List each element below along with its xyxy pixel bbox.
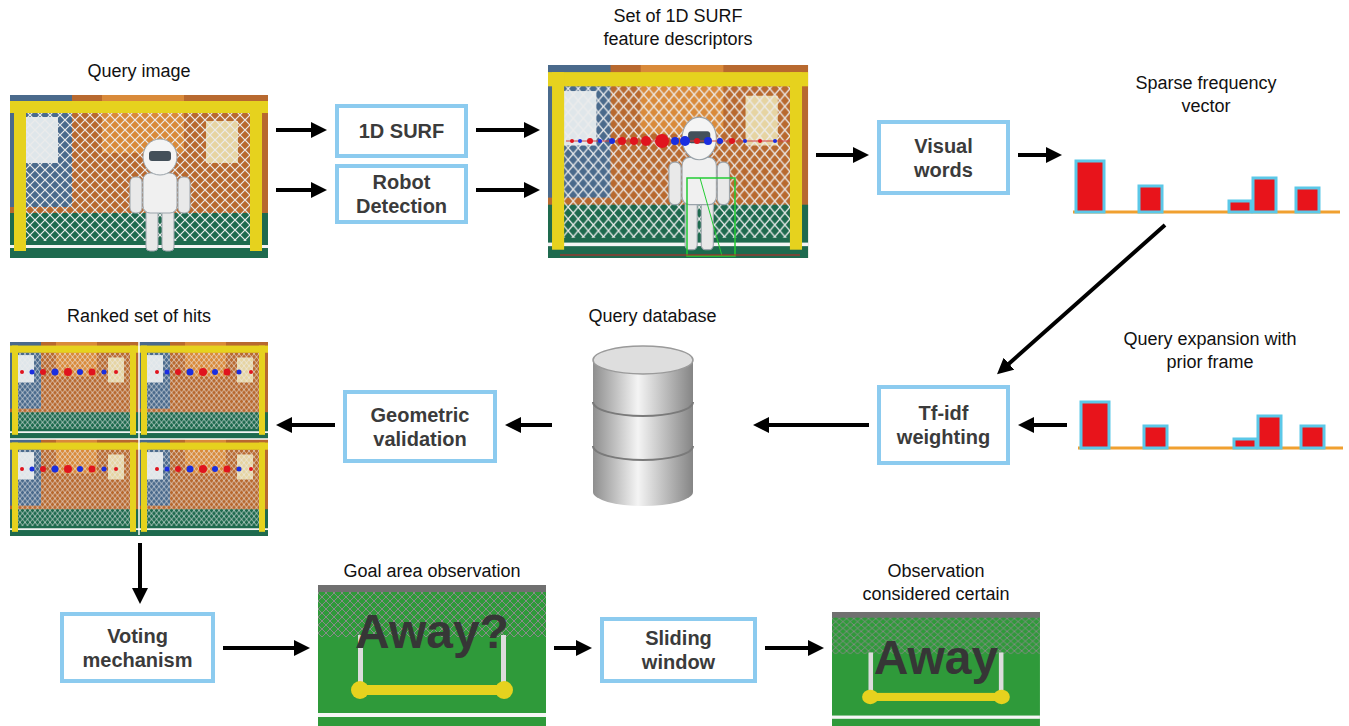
descriptor-photo	[548, 65, 808, 258]
panel-heading: Sparse frequency vector	[1121, 72, 1292, 119]
flow-arrow	[554, 646, 584, 650]
flow-arrow	[284, 423, 335, 427]
query-photo	[10, 95, 268, 258]
flow-arrow	[1018, 153, 1054, 157]
box-label: Visual words	[891, 134, 996, 182]
goal-area-picture	[832, 612, 1040, 726]
flow-arrow	[761, 423, 869, 427]
surf-descriptor-dots	[560, 134, 800, 256]
panel-heading: Set of 1D SURF feature descriptors	[583, 5, 774, 52]
goal-area-picture	[318, 585, 546, 726]
image-panel: Goal area observationAway?	[318, 560, 546, 726]
process-box: Voting mechanism	[60, 612, 215, 683]
box-label: Geometric validation	[357, 403, 483, 451]
hit-thumbnails	[10, 342, 268, 536]
box-label: 1D SURF	[359, 119, 445, 143]
process-box: Robot Detection	[335, 164, 468, 224]
box-label: Voting mechanism	[74, 624, 201, 672]
flow-arrow	[513, 423, 552, 427]
image-panel: Sparse frequency vector	[1070, 72, 1342, 217]
panel-heading: Observation considered certain	[846, 560, 1027, 607]
panel-heading: Query database	[585, 305, 719, 328]
image-panel: Query image	[10, 60, 268, 258]
process-box: Geometric validation	[343, 390, 497, 463]
flow-arrow	[276, 128, 319, 132]
panel-heading: Ranked set of hits	[64, 305, 214, 328]
flow-arrow	[276, 188, 319, 192]
box-label: Robot Detection	[349, 170, 454, 218]
process-box: 1D SURF	[335, 104, 468, 158]
box-label: Sliding window	[614, 626, 743, 674]
image-panel: Query expansion with prior frame	[1075, 328, 1345, 453]
flow-arrow	[476, 128, 532, 132]
flow-arrow	[223, 646, 302, 650]
flow-arrow	[1026, 423, 1067, 427]
frequency-bars	[1078, 402, 1343, 448]
observation-label: Away?	[318, 606, 546, 659]
frequency-bars	[1073, 161, 1340, 212]
flow-arrow	[816, 153, 861, 157]
panel-heading: Query image	[84, 60, 193, 83]
flow-arrow	[765, 646, 816, 650]
panel-heading: Goal area observation	[340, 560, 523, 583]
flow-arrow	[138, 543, 142, 596]
image-panel: Ranked set of hits	[10, 305, 268, 535]
image-panel: Query database	[560, 305, 745, 510]
image-panel: Observation considered certainAway	[832, 560, 1040, 726]
box-label: Tf-idf weighting	[891, 401, 996, 449]
observation-label: Away	[832, 632, 1040, 685]
panel-heading: Query expansion with prior frame	[1105, 328, 1316, 375]
image-panel: Set of 1D SURF feature descriptors	[548, 5, 808, 258]
process-box: Sliding window	[600, 617, 757, 683]
process-box: Visual words	[877, 120, 1010, 195]
process-box: Tf-idf weighting	[877, 385, 1010, 465]
database-cylinder	[593, 346, 693, 506]
flow-arrow	[476, 188, 532, 192]
